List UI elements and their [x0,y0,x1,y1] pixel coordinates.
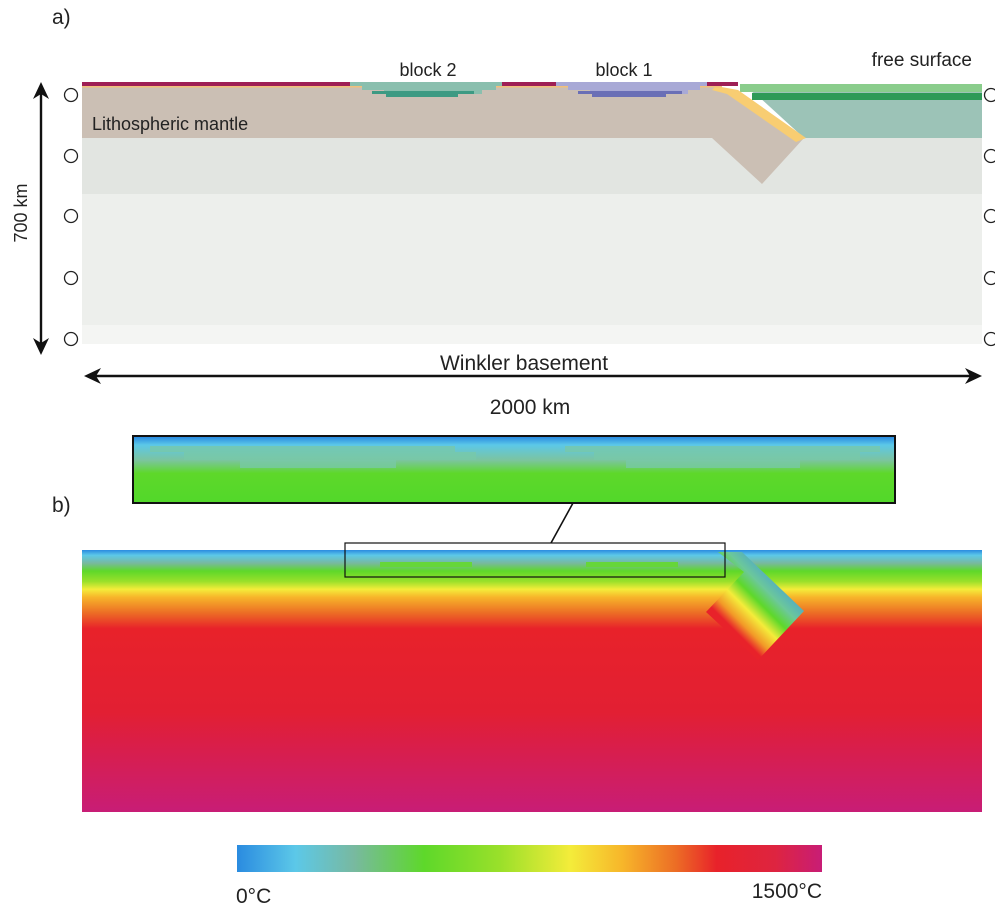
lithospheric-mantle-label: Lithospheric mantle [92,114,248,134]
slab-thermal-anomaly [706,552,804,660]
block-2-lower [372,91,474,97]
colorbar-max-label: 1500°C [752,880,822,903]
left-roller-supports [63,87,79,347]
winkler-basement-label: Winkler basement [440,352,608,375]
basement-strip [82,325,982,344]
block-2-label: block 2 [399,60,456,80]
inset-block-1 [565,446,880,468]
colorbar: 0°C 1500°C [236,845,822,908]
roller-icon [983,270,995,286]
block-1-lower [578,91,682,97]
arrow-down-icon [33,338,49,355]
zoom-box [344,542,726,578]
block-2-thermal [380,562,472,567]
asthenosphere-upper [82,138,982,194]
roller-icon [983,208,995,224]
asthenosphere-lower [82,194,982,344]
roller-icon [983,148,995,164]
panel-b: b) [52,435,982,812]
colorbar-gradient [237,845,822,872]
temperature-field [82,550,982,812]
lithospheric-mantle [82,84,804,184]
panel-b-label: b) [52,494,71,517]
width-label: 2000 km [490,396,571,419]
roller-icon [983,331,995,347]
depth-label: 700 km [11,183,31,242]
inset-frame [132,435,896,504]
right-roller-supports [983,87,995,347]
zoom-connector [550,502,574,544]
oceanic-crust-layer [752,93,982,100]
roller-icon [63,270,79,286]
width-arrow [84,368,982,384]
panel-a-label: a) [52,6,71,29]
panel-a: a) block 2 block 1 free surface Lithosph… [11,6,995,419]
roller-icon [63,148,79,164]
roller-icon [63,208,79,224]
colorbar-min-label: 0°C [236,885,271,908]
arrow-right-icon [965,368,982,384]
inset-block-2 [150,446,476,468]
roller-icon [63,87,79,103]
depth-arrow [33,82,49,355]
free-surface-label: free surface [872,50,972,71]
inset-zoom [132,435,896,504]
roller-icon [983,87,995,103]
roller-icon [63,331,79,347]
arrow-left-icon [84,368,101,384]
arrow-up-icon [33,82,49,99]
sediment-wedge [712,86,806,142]
block-1-label: block 1 [595,60,652,80]
block-1-thermal [586,562,678,567]
oceanic-top-layer [740,84,982,92]
